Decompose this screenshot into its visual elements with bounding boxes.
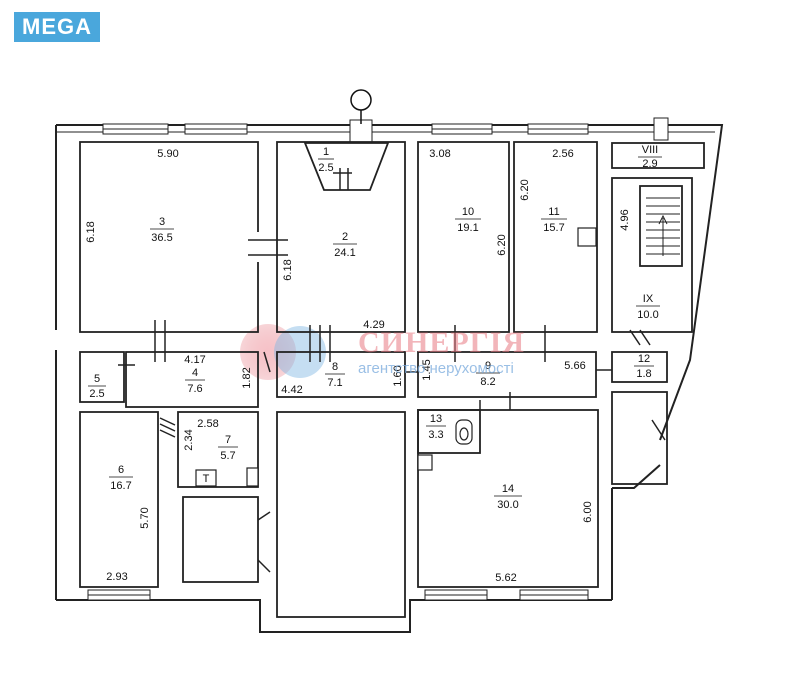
dim-room4-width: 4.17 (184, 354, 205, 366)
corridor-4-outline (125, 351, 259, 408)
dimension-labels: 5.90 6.18 6.18 4.29 3.08 6.20 2.56 6.20 … (85, 148, 631, 584)
room-2-outline (276, 141, 406, 333)
dim-room10-height: 6.20 (496, 234, 508, 255)
room-4-area: 7.6 (187, 383, 202, 395)
mega-logo: MEGA (14, 12, 100, 42)
room-10-number: 10 (462, 206, 474, 218)
room-1-number: 1 (323, 146, 329, 158)
dim-stair-height: 4.96 (619, 209, 631, 230)
room-3-area: 36.5 (151, 232, 172, 244)
dim-room2-height: 6.18 (282, 259, 294, 280)
room-9-number: 9 (485, 360, 491, 372)
dim-room6-width: 2.93 (106, 571, 127, 583)
dim-room4-height: 1.82 (241, 367, 253, 388)
dim-room6-height: 5.70 (139, 507, 151, 528)
room-11-area: 15.7 (543, 222, 564, 234)
room-11-number: 11 (548, 206, 559, 218)
room-10-area: 19.1 (457, 222, 478, 234)
sink-fixture (246, 227, 597, 487)
room-1-outline (303, 142, 390, 191)
room-walls (79, 141, 705, 618)
room-14-outline (417, 409, 599, 588)
dim-room2-width: 4.29 (363, 319, 384, 331)
hall-outline (276, 411, 406, 618)
room-5-outline (79, 351, 125, 403)
bottom-windows (87, 589, 589, 601)
dim-room9-height: 1.45 (421, 359, 433, 380)
room-8-number: 8 (332, 361, 338, 373)
room-labels: 1 2.5 2 24.1 3 36.5 4 7.6 5 2.5 6 16.7 7… (88, 144, 662, 511)
room-7-number: 7 (225, 434, 231, 446)
dim-room10-width: 3.08 (429, 148, 450, 160)
dim-room11-width: 2.56 (552, 148, 573, 160)
room-9-area: 8.2 (480, 376, 495, 388)
room-2-area: 24.1 (334, 247, 355, 259)
stair-box (639, 185, 683, 267)
room-14-area: 30.0 (497, 499, 518, 511)
top-windows (102, 117, 669, 143)
dim-room7-height: 2.34 (183, 429, 195, 450)
room-right-stair (611, 391, 668, 485)
dim-room14-width: 5.62 (495, 572, 516, 584)
dim-room3-height: 6.18 (85, 221, 97, 242)
corridor-9-outline (417, 351, 597, 398)
dim-room7-width: 2.58 (197, 418, 218, 430)
t-fixture: T (195, 469, 217, 487)
toilet-fixture (455, 419, 473, 445)
exterior-walls (55, 124, 724, 633)
room-6-area: 16.7 (110, 480, 131, 492)
room-14-number: 14 (502, 483, 514, 495)
watermark-subtitle: агентство нерухомості (358, 360, 514, 377)
room-13-area: 3.3 (428, 429, 443, 441)
room-11-outline (513, 141, 598, 333)
dim-room9-width: 5.66 (564, 360, 585, 372)
dim-room8-width: 4.42 (281, 384, 302, 396)
room-10-outline (417, 141, 510, 333)
room-12-number: 12 (638, 353, 650, 365)
room-8-area: 7.1 (327, 377, 342, 389)
room-3-number: 3 (159, 216, 165, 228)
room-7-area: 5.7 (220, 450, 235, 462)
room-viii-area: 2.9 (642, 158, 657, 170)
room-ix-area: 10.0 (637, 309, 658, 321)
dim-room14-height: 6.00 (582, 501, 594, 522)
room-5-area: 2.5 (89, 388, 104, 400)
inner-room-outline (182, 496, 259, 583)
room-ix-outline (611, 177, 693, 333)
room-6-number: 6 (118, 464, 124, 476)
room-viii-number: VIII (642, 144, 659, 156)
t-mark: T (203, 473, 210, 485)
room-ix-number: IX (643, 293, 654, 305)
dim-room11-height: 6.20 (519, 179, 531, 200)
room-13-number: 13 (430, 413, 442, 425)
room-6-outline (79, 411, 159, 588)
room-5-number: 5 (94, 373, 100, 385)
room-4-number: 4 (192, 367, 198, 379)
room-12-outline (611, 351, 668, 383)
room-2-number: 2 (342, 231, 348, 243)
room-7-outline (177, 411, 259, 488)
watermark-title: СИНЕРГІЯ (358, 326, 526, 359)
dim-room3-width: 5.90 (157, 148, 178, 160)
room-viii-outline (611, 142, 705, 169)
stair-treads (646, 197, 680, 256)
entrance-symbol (350, 89, 372, 124)
room-1-area: 2.5 (318, 162, 333, 174)
room-12-area: 1.8 (636, 368, 651, 380)
corridor-8-outline (276, 351, 406, 398)
dim-room8-height: 1.60 (392, 365, 404, 386)
door-markers (118, 168, 666, 573)
